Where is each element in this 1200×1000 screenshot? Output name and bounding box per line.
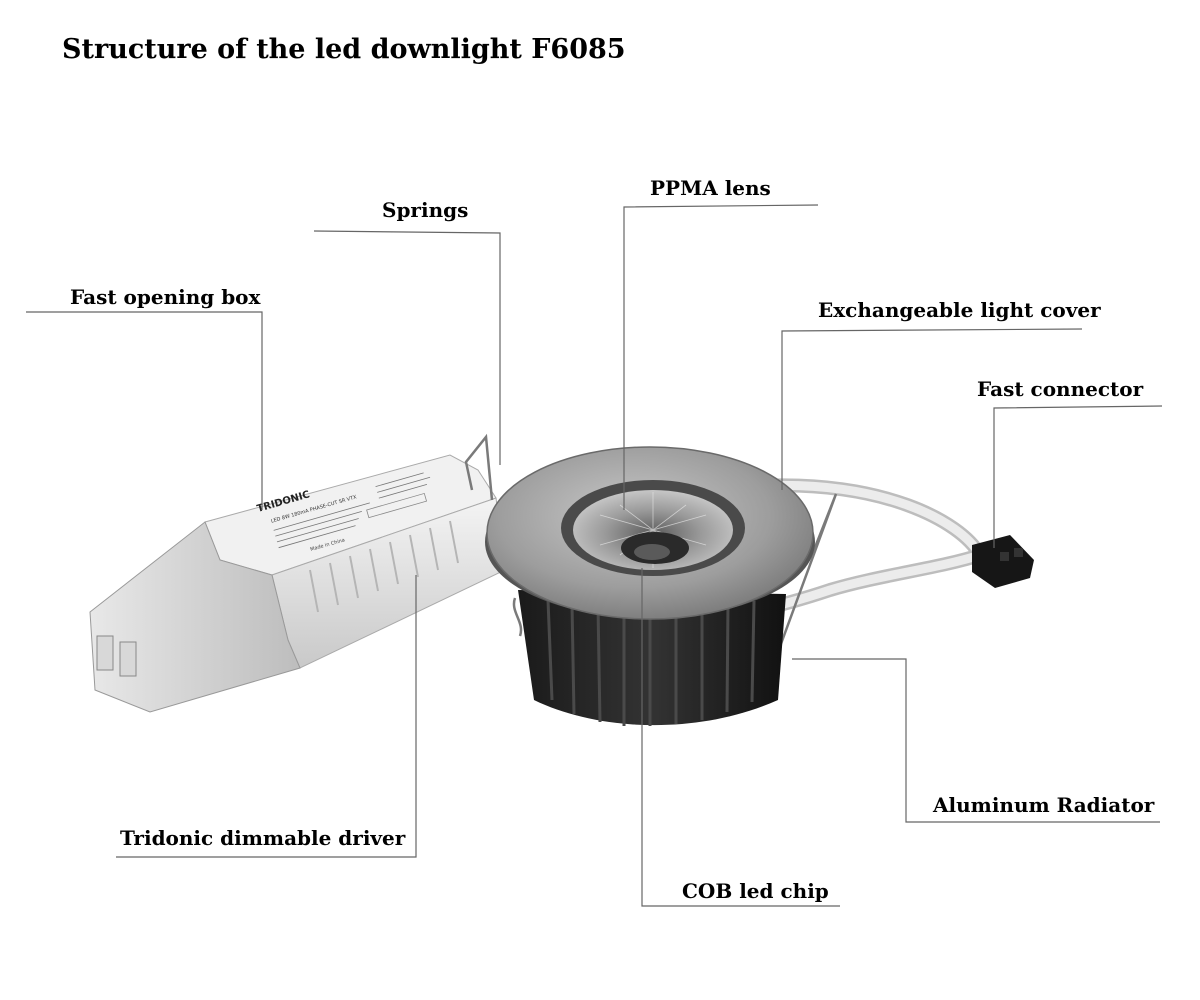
leader-cob-chip [641,568,840,907]
terminal-slot [119,641,137,677]
cob-led-chip-glow [634,544,670,560]
leader-exchangeable-cover [781,328,1083,490]
leader-fast-connector [993,405,1163,548]
spring-left [464,433,523,637]
label-tridonic-dimmable-driver: Tridonic dimmable driver [120,826,406,850]
certification-marks [366,492,428,519]
label-fast-opening-box: Fast opening box [70,285,261,309]
leader-springs [313,230,501,465]
cable-highlight [755,480,987,615]
terminal-slot [96,635,114,671]
connector-plug [972,535,1034,588]
driver-label-text-lines [273,472,431,549]
label-aluminum-radiator: Aluminum Radiator [933,793,1155,817]
page-title: Structure of the led downlight F6085 [62,34,626,65]
driver-box: TRIDONIC LED 8W 180mA PHASE-CUT SR VTX M… [89,454,506,713]
label-springs: Springs [382,198,469,222]
leader-fast-opening-box [26,311,263,510]
leader-ppma-lens [623,204,819,510]
label-cob-led-chip: COB led chip [682,879,829,903]
leader-tridonic-driver [116,575,417,858]
label-exchangeable-light-cover: Exchangeable light cover [818,298,1101,322]
driver-box-front [89,521,301,713]
label-fast-connector: Fast connector [977,377,1144,401]
driver-ribs [309,520,459,613]
label-ppma-lens: PPMA lens [650,176,771,200]
leader-aluminum-radiator [792,658,1160,823]
heat-sink [518,590,786,726]
